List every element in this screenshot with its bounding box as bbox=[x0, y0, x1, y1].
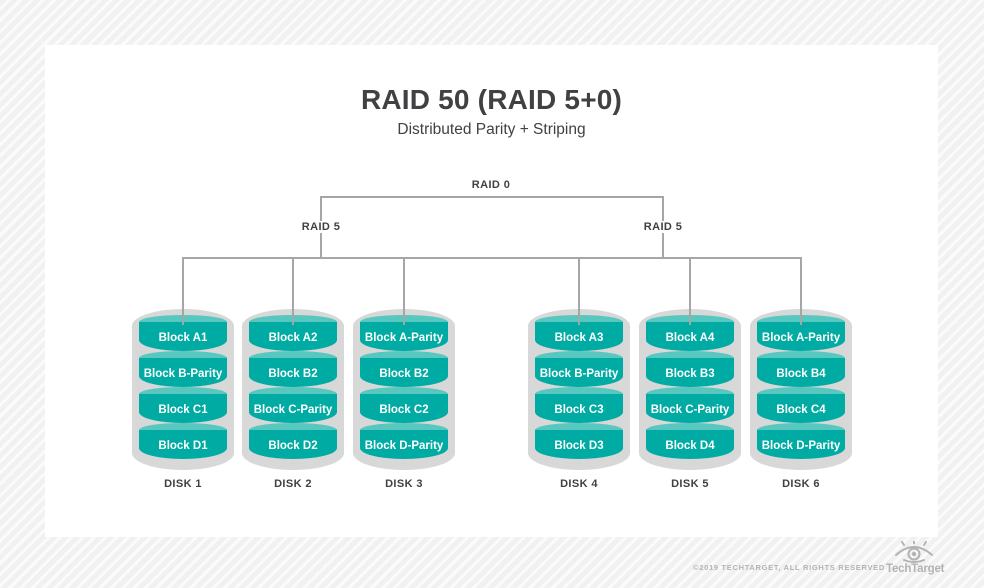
disk-1: Block A1 Block B-Parity Block C1 Block D… bbox=[132, 309, 234, 499]
block: Block D-Parity bbox=[360, 423, 448, 459]
block: Block D2 bbox=[249, 423, 337, 459]
block: Block B2 bbox=[360, 351, 448, 387]
raid0-horizontal-line bbox=[320, 196, 664, 198]
techtarget-wordmark: TechTarget bbox=[886, 563, 945, 575]
disk6-connector-line bbox=[800, 257, 802, 325]
disk4-connector-line bbox=[578, 257, 580, 325]
block: Block C3 bbox=[535, 387, 623, 423]
techtarget-logo: TechTarget bbox=[886, 541, 945, 575]
copyright-text: ©2019 TECHTARGET, ALL RIGHTS RESERVED bbox=[692, 563, 885, 572]
disks-horizontal-line bbox=[182, 257, 802, 259]
block: Block D4 bbox=[646, 423, 734, 459]
disk-2-label: DISK 2 bbox=[274, 478, 312, 490]
disk-6-label: DISK 6 bbox=[782, 478, 820, 490]
block: Block B3 bbox=[646, 351, 734, 387]
page-title: RAID 50 (RAID 5+0) bbox=[360, 84, 623, 115]
block: Block A4 bbox=[646, 315, 734, 351]
block: Block D-Parity bbox=[757, 423, 845, 459]
block: Block D3 bbox=[535, 423, 623, 459]
disk1-connector-line bbox=[182, 257, 184, 325]
block: Block C1 bbox=[139, 387, 227, 423]
block: Block D1 bbox=[139, 423, 227, 459]
block: Block C4 bbox=[757, 387, 845, 423]
block: Block B2 bbox=[249, 351, 337, 387]
block: Block C-Parity bbox=[646, 387, 734, 423]
raid0-label: RAID 0 bbox=[431, 179, 551, 191]
page-subtitle: Distributed Parity + Striping bbox=[397, 121, 586, 138]
raid5-right-label: RAID 5 bbox=[603, 221, 723, 233]
disk-4: Block A3 Block B-Parity Block C3 Block D… bbox=[528, 309, 630, 499]
disk-4-label: DISK 4 bbox=[560, 478, 598, 490]
block: Block B4 bbox=[757, 351, 845, 387]
disk3-connector-line bbox=[403, 257, 405, 325]
disk-1-label: DISK 1 bbox=[164, 478, 202, 490]
disk-3: Block A-Parity Block B2 Block C2 Block D… bbox=[353, 309, 455, 499]
disk5-connector-line bbox=[689, 257, 691, 325]
disk-5-label: DISK 5 bbox=[671, 478, 709, 490]
disk-6: Block A-Parity Block B4 Block C4 Block D… bbox=[750, 309, 852, 499]
techtarget-eye-icon bbox=[895, 541, 933, 563]
block: Block A1 bbox=[139, 315, 227, 351]
disk-2: Block A2 Block B2 Block C-Parity Block D… bbox=[242, 309, 344, 499]
block: Block A-Parity bbox=[360, 315, 448, 351]
block: Block B-Parity bbox=[535, 351, 623, 387]
disk2-connector-line bbox=[292, 257, 294, 325]
block: Block C2 bbox=[360, 387, 448, 423]
block: Block B-Parity bbox=[139, 351, 227, 387]
raid5-left-label: RAID 5 bbox=[261, 221, 381, 233]
disk-3-label: DISK 3 bbox=[385, 478, 423, 490]
block: Block C-Parity bbox=[249, 387, 337, 423]
disk-5: Block A4 Block B3 Block C-Parity Block D… bbox=[639, 309, 741, 499]
